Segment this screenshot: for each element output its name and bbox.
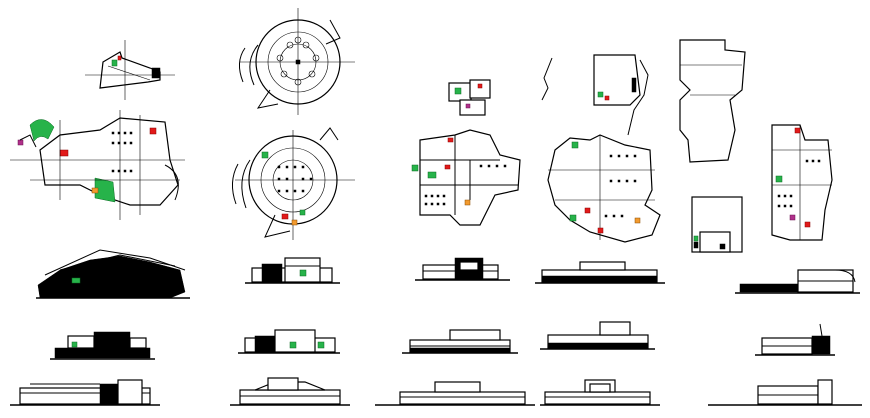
building-e-elevation-2 xyxy=(755,323,835,356)
building-b-main-plan xyxy=(232,127,355,240)
building-b-top-plan xyxy=(239,8,355,115)
building-b-elevation-3 xyxy=(230,377,350,406)
building-c-top-plan xyxy=(448,79,491,116)
building-e-main-plan xyxy=(771,124,833,241)
building-e-small-plan xyxy=(691,196,743,253)
building-a-elevation-2 xyxy=(50,331,155,360)
building-c-elevation-3 xyxy=(375,381,535,406)
building-d-main-plan xyxy=(547,134,661,243)
building-c-elevation-1 xyxy=(415,257,510,281)
building-e-elevation-3 xyxy=(708,379,862,406)
building-a-main-plan xyxy=(10,110,185,220)
building-c-elevation-2 xyxy=(402,329,518,354)
building-d-top-plan xyxy=(541,54,649,136)
building-b-elevation-1 xyxy=(245,257,340,284)
building-d-elevation-3 xyxy=(540,379,660,406)
building-a-elevation-3 xyxy=(10,379,160,406)
building-e-outline-plan xyxy=(679,39,746,163)
building-c-main-plan xyxy=(411,129,521,226)
building-d-elevation-2 xyxy=(540,321,655,350)
building-d-elevation-1 xyxy=(535,261,665,284)
building-b-elevation-2 xyxy=(238,329,340,354)
building-a-top-plan xyxy=(85,40,175,100)
building-e-elevation-1 xyxy=(735,269,860,294)
building-a-elevation-1 xyxy=(36,249,190,299)
